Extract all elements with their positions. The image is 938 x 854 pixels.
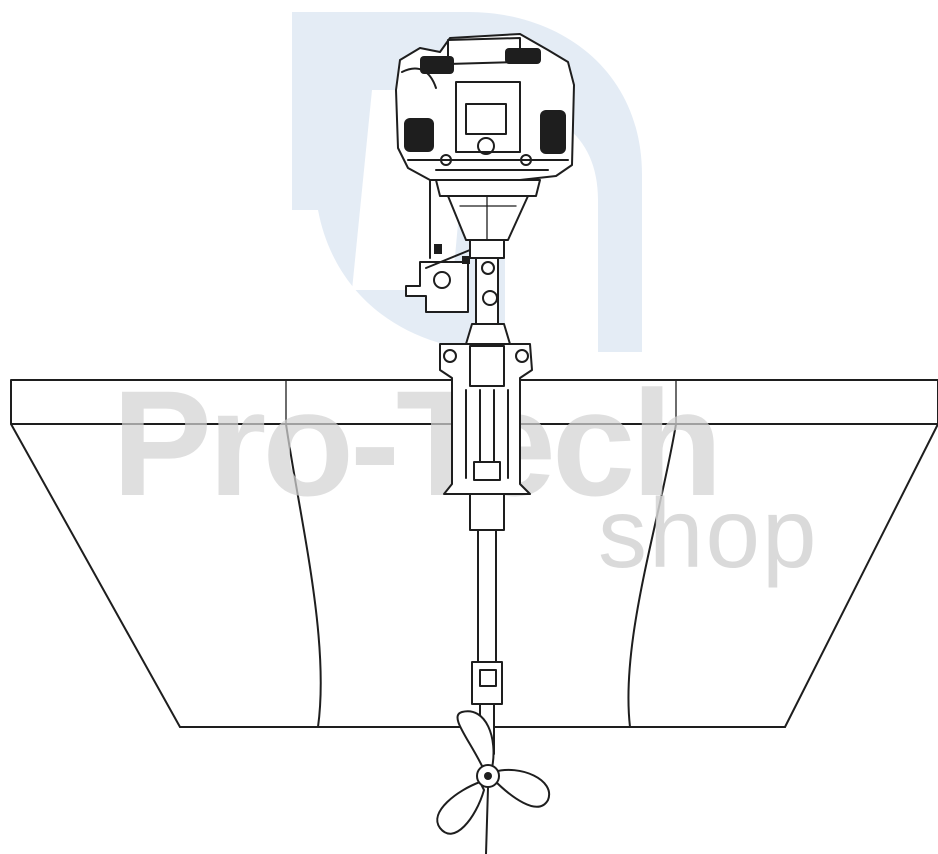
watermark-brand: Pro-Tech bbox=[112, 359, 719, 527]
watermark-sub: shop bbox=[598, 478, 819, 588]
outboard-motor bbox=[395, 33, 575, 854]
throttle-assembly bbox=[405, 239, 505, 325]
propeller bbox=[436, 710, 551, 854]
drive-cone bbox=[429, 179, 541, 259]
watermark-text: Pro-Tech shop bbox=[112, 359, 819, 588]
transom-clamp bbox=[439, 323, 533, 531]
engine-head bbox=[395, 33, 575, 181]
